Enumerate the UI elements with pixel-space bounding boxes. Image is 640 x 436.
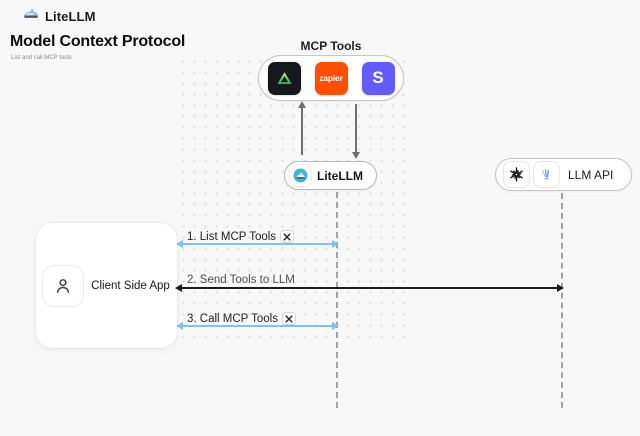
brand: LiteLLM: [22, 7, 96, 25]
message-1-label: 1. List MCP Tools: [187, 230, 295, 243]
blue-llm-provider-icon: [534, 162, 559, 187]
litellm-logo-icon: [22, 7, 40, 25]
litellm-llama-icon: [290, 165, 311, 186]
stripe-tool-icon: S: [361, 61, 395, 95]
message-1-arrow: [176, 240, 339, 248]
llm-api-node: LLM API: [495, 158, 632, 191]
client-side-app-node: Client Side App: [35, 222, 178, 349]
litellm-node-label: LiteLLM: [317, 168, 363, 183]
arrow-mcp-to-litellm: [352, 104, 359, 159]
message-3-arrow: [176, 322, 339, 330]
message-2-text: 2. Send Tools to LLM: [187, 274, 295, 286]
mcp-tools-label: MCP Tools: [300, 39, 362, 53]
message-3-text: 3. Call MCP Tools: [187, 312, 278, 325]
tools-icon: [281, 312, 296, 325]
arrow-litellm-to-mcp: [298, 101, 305, 155]
message-2-arrow: [175, 284, 564, 292]
stripe-label: S: [372, 68, 384, 87]
tools-icon: [280, 230, 295, 243]
client-node-label: Client Side App: [91, 279, 170, 292]
litellm-lifeline: [336, 192, 338, 408]
llm-api-lifeline: [561, 193, 563, 408]
zapier-label: zapier: [319, 73, 343, 83]
openai-icon: [504, 162, 529, 187]
message-3-label: 3. Call MCP Tools: [187, 312, 296, 325]
page-subtitle: List and call MCP tools: [11, 55, 72, 61]
green-triangle-tool-icon: [267, 61, 301, 95]
llm-api-node-label: LLM API: [568, 167, 614, 182]
message-2-label: 2. Send Tools to LLM: [187, 274, 295, 286]
brand-name: LiteLLM: [45, 8, 96, 24]
litellm-node: LiteLLM: [284, 161, 377, 190]
dot-grid-background: [178, 56, 409, 345]
page-title: Model Context Protocol: [10, 33, 186, 50]
zapier-tool-icon: zapier: [314, 61, 348, 95]
mcp-tools-box: zapier S: [258, 55, 404, 101]
message-1-text: 1. List MCP Tools: [187, 230, 277, 243]
person-icon: [43, 265, 84, 306]
